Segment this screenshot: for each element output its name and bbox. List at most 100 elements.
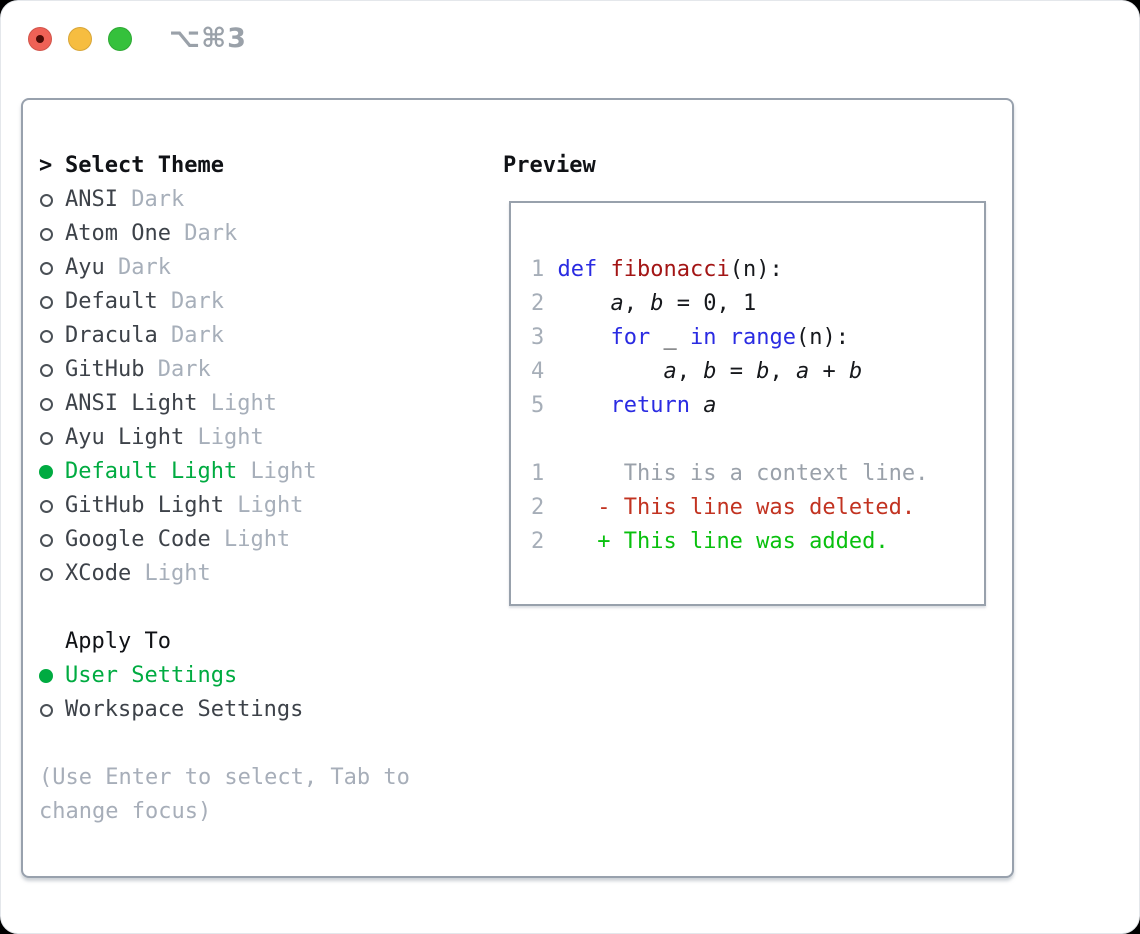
line-number: 1 — [531, 461, 545, 486]
radio-unselected-icon — [39, 227, 65, 241]
code-token: a — [703, 393, 717, 418]
select-theme-title: Select Theme — [65, 153, 224, 178]
theme-name: Ayu — [65, 255, 105, 280]
radio-selected-icon — [39, 669, 65, 683]
code-token: (n): — [729, 257, 783, 282]
theme-variant-badge: Dark — [170, 289, 224, 314]
line-number: 4 — [531, 359, 545, 384]
code-token: b — [848, 359, 863, 384]
code-token — [558, 291, 611, 316]
theme-variant-badge: Dark — [170, 323, 224, 348]
code-token: - This line was deleted. — [557, 495, 916, 520]
line-number: 3 — [531, 325, 545, 350]
code-token: a — [663, 359, 677, 384]
code-token: def — [557, 257, 598, 282]
code-token: return — [610, 393, 690, 418]
code-line: 1 This is a context line. — [531, 457, 984, 491]
code-token: (n): — [795, 325, 849, 350]
theme-option[interactable]: Default Dark — [39, 285, 469, 319]
radio-unselected-icon — [39, 499, 65, 513]
theme-variant-badge: Light — [223, 527, 291, 552]
preview-title: Preview — [503, 153, 596, 178]
code-token: a — [795, 359, 810, 384]
radio-unselected-icon — [39, 261, 65, 275]
line-number: 2 — [531, 495, 545, 520]
code-token: = 0, 1 — [663, 291, 757, 316]
code-token — [716, 325, 729, 350]
code-token: a — [610, 291, 624, 316]
radio-unselected-icon — [39, 567, 65, 581]
code-token: fibonacci — [610, 257, 730, 282]
code-token: , — [769, 359, 796, 384]
code-token: in — [689, 325, 717, 350]
theme-name: Ayu Light — [65, 425, 185, 450]
zoom-button-icon[interactable] — [108, 27, 132, 51]
theme-variant-badge: Dark — [131, 187, 185, 212]
minimize-button-icon[interactable] — [68, 27, 92, 51]
radio-selected-icon — [39, 465, 65, 479]
theme-variant-badge: Dark — [157, 357, 211, 382]
apply-to-title: Apply To — [65, 629, 171, 654]
theme-option[interactable]: Dracula Dark — [39, 319, 469, 353]
theme-variant-badge: Light — [197, 425, 264, 450]
theme-option[interactable]: Default Light Light — [39, 455, 469, 489]
radio-unselected-icon — [39, 397, 65, 411]
code-token: = — [716, 359, 757, 384]
theme-option[interactable]: GitHub Light Light — [39, 489, 469, 523]
code-token — [690, 393, 703, 418]
radio-unselected-icon — [39, 431, 65, 445]
radio-unselected-icon — [39, 533, 65, 547]
code-token: + This line was added. — [557, 529, 889, 554]
theme-name: GitHub Light — [65, 493, 224, 518]
apply-to-header: Apply To — [39, 625, 469, 659]
theme-variant-badge: Light — [210, 391, 277, 416]
theme-variant-badge: Dark — [184, 221, 238, 246]
theme-name: ANSI Light — [65, 391, 198, 416]
theme-variant-badge: Light — [250, 459, 317, 484]
code-token: + — [809, 359, 849, 384]
theme-variant-badge: Dark — [118, 255, 171, 280]
radio-unselected-icon — [39, 703, 65, 717]
theme-option[interactable]: XCode Light — [39, 557, 469, 591]
theme-option[interactable]: Ayu Light Light — [39, 421, 469, 455]
radio-unselected-icon — [39, 329, 65, 343]
theme-name: Atom One — [65, 221, 171, 246]
radio-unselected-icon — [39, 295, 65, 309]
select-theme-header: > Select Theme — [39, 149, 469, 183]
theme-option[interactable]: Google Code Light — [39, 523, 469, 557]
window-title: ⌥⌘3 — [169, 23, 247, 54]
line-number: 2 — [531, 291, 545, 316]
window-controls — [28, 27, 132, 51]
code-token: b — [703, 359, 717, 384]
code-token: This is a context line. — [557, 461, 929, 486]
line-number: 1 — [531, 257, 545, 282]
code-token: for — [610, 325, 651, 350]
code-token: b — [756, 359, 770, 384]
close-button-icon[interactable] — [28, 27, 52, 51]
code-line: 2 a, b = 0, 1 — [531, 287, 984, 321]
theme-option[interactable]: GitHub Dark — [39, 353, 469, 387]
apply-to-option[interactable]: Workspace Settings — [39, 693, 469, 727]
code-line: 3 for _ in range(n): — [531, 321, 984, 355]
theme-name: GitHub — [65, 357, 145, 382]
theme-option[interactable]: ANSI Dark — [39, 183, 469, 217]
theme-option[interactable]: Ayu Dark — [39, 251, 469, 285]
code-token: , — [623, 291, 651, 316]
spacer — [39, 591, 469, 625]
apply-to-option[interactable]: User Settings — [39, 659, 469, 693]
theme-option[interactable]: ANSI Light Light — [39, 387, 469, 421]
theme-name: Google Code — [65, 527, 211, 552]
theme-name: XCode — [65, 561, 132, 586]
code-token — [558, 325, 611, 350]
code-token — [597, 257, 610, 282]
code-line: 2 + This line was added. — [531, 525, 984, 559]
code-token: range — [729, 325, 796, 350]
theme-option[interactable]: Atom One Dark — [39, 217, 469, 251]
code-token: b — [650, 291, 664, 316]
theme-name: Default Light — [65, 459, 238, 484]
